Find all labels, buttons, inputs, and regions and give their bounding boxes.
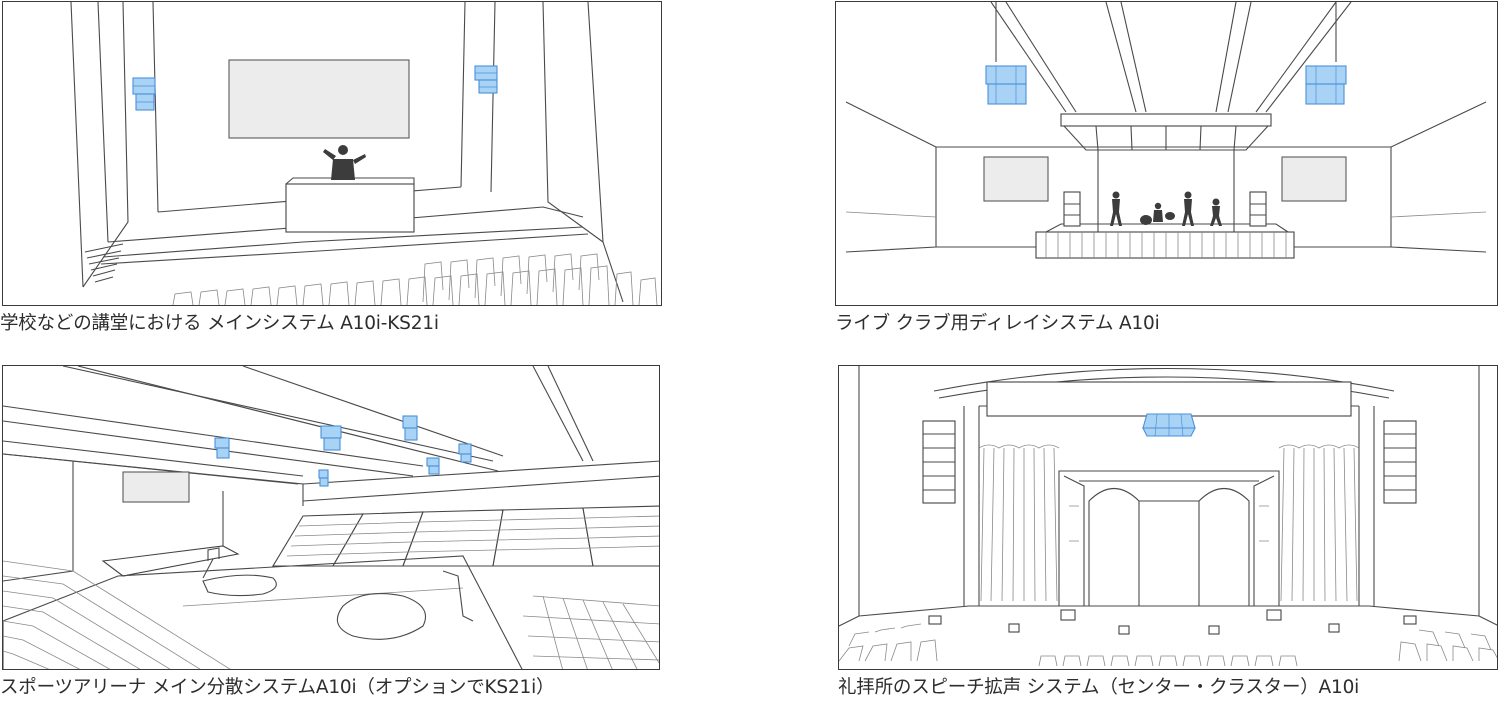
live-club-illustration — [835, 1, 1498, 306]
caption-school-hall: 学校などの講堂における メインシステム A10i-KS21i — [0, 313, 439, 334]
sports-arena-illustration — [2, 365, 660, 670]
school-hall-illustration — [2, 1, 662, 306]
caption-sports-arena: スポーツアリーナ メイン分散システムA10i（オプションでKS21i） — [0, 677, 555, 698]
caption-live-club: ライブ クラブ用ディレイシステム A10i — [835, 313, 1160, 334]
worship-hall-illustration — [838, 365, 1498, 670]
caption-worship: 礼拝所のスピーチ拡声 システム（センター・クラスター）A10i — [838, 677, 1360, 698]
